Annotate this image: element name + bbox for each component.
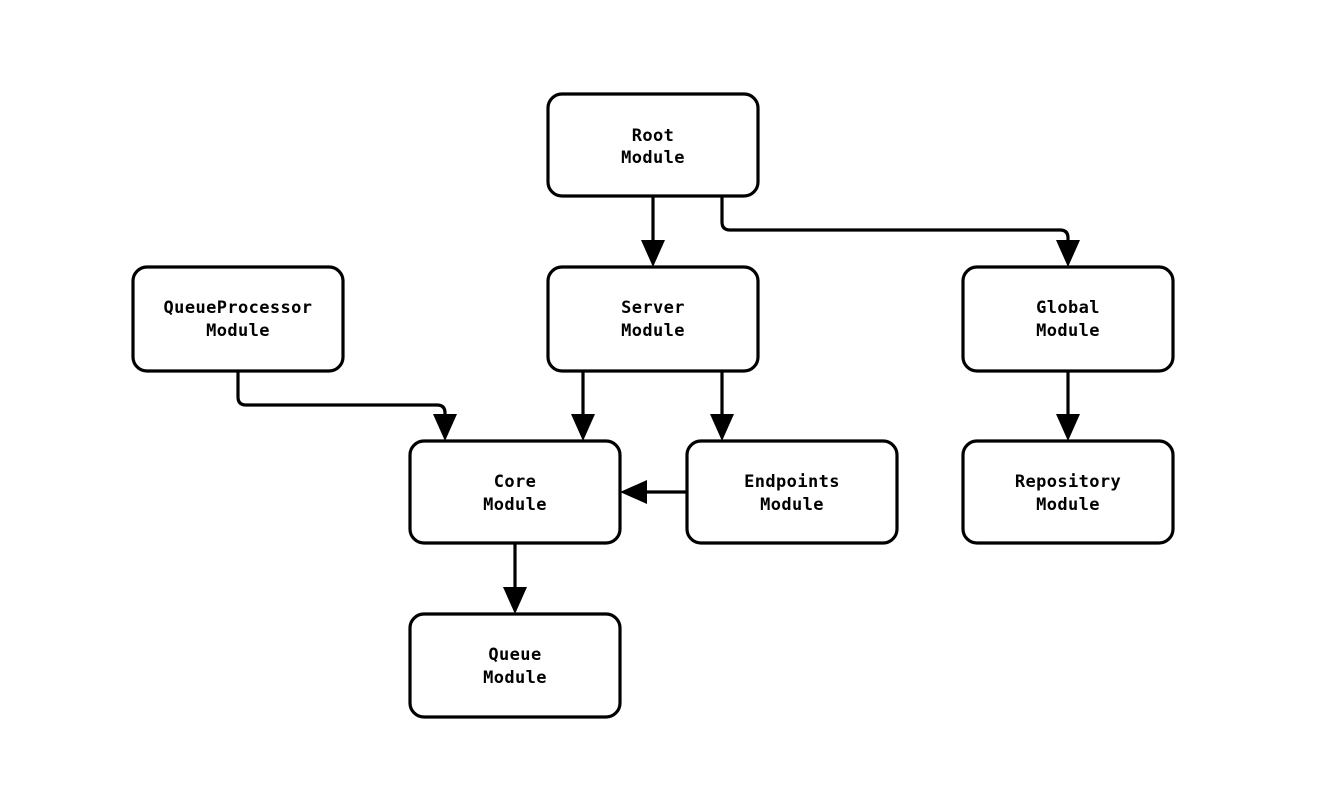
- node-label-line2: Module: [483, 495, 547, 515]
- node-label-line1: Queue: [488, 645, 541, 665]
- node-label-line2: Module: [621, 148, 685, 168]
- node-label-line1: Root: [632, 126, 675, 146]
- node-label-line1: QueueProcessor: [164, 298, 313, 318]
- node-label-line2: Module: [1036, 321, 1100, 341]
- node-root-module[interactable]: Root Module: [546, 92, 760, 198]
- edge-server-to-core: [571, 371, 595, 441]
- edge-server-to-endpoints: [710, 371, 734, 441]
- edge-core-to-queue: [503, 543, 527, 614]
- node-label-line2: Module: [760, 495, 824, 515]
- arrow-head-icon: [641, 240, 665, 267]
- node-box[interactable]: [546, 92, 760, 198]
- node-box[interactable]: [546, 265, 760, 373]
- node-box[interactable]: [961, 439, 1175, 545]
- node-core-module[interactable]: Core Module: [408, 439, 622, 545]
- node-label-line1: Core: [494, 472, 537, 492]
- node-queueprocessor-module[interactable]: QueueProcessor Module: [131, 265, 345, 373]
- arrow-head-icon: [1056, 240, 1080, 267]
- node-label-line1: Endpoints: [744, 472, 840, 492]
- node-label-line2: Module: [483, 668, 547, 688]
- arrow-head-icon: [620, 480, 647, 504]
- node-box[interactable]: [408, 612, 622, 719]
- node-label-line1: Server: [621, 298, 685, 318]
- node-repository-module[interactable]: Repository Module: [961, 439, 1175, 545]
- node-box[interactable]: [131, 265, 345, 373]
- node-label-line1: Global: [1036, 298, 1100, 318]
- edge-line: [720, 196, 1070, 249]
- node-box[interactable]: [685, 439, 899, 545]
- edge-queueprocessor-to-core: [236, 371, 457, 441]
- arrow-head-icon: [710, 414, 734, 441]
- edge-line: [236, 371, 447, 423]
- arrow-head-icon: [503, 587, 527, 614]
- node-global-module[interactable]: Global Module: [961, 265, 1175, 373]
- node-label-line1: Repository: [1015, 472, 1121, 492]
- edge-endpoints-to-core: [620, 480, 687, 504]
- node-box[interactable]: [961, 265, 1175, 373]
- node-server-module[interactable]: Server Module: [546, 265, 760, 373]
- node-label-line2: Module: [1036, 495, 1100, 515]
- node-label-line2: Module: [621, 321, 685, 341]
- node-queue-module[interactable]: Queue Module: [408, 612, 622, 719]
- edge-root-to-global: [720, 196, 1080, 267]
- edge-root-to-server: [641, 196, 665, 267]
- arrow-head-icon: [1056, 414, 1080, 441]
- edge-global-to-repository: [1056, 371, 1080, 441]
- node-endpoints-module[interactable]: Endpoints Module: [685, 439, 899, 545]
- node-label-line2: Module: [206, 321, 270, 341]
- arrow-head-icon: [571, 414, 595, 441]
- arrow-head-icon: [433, 414, 457, 441]
- node-box[interactable]: [408, 439, 622, 545]
